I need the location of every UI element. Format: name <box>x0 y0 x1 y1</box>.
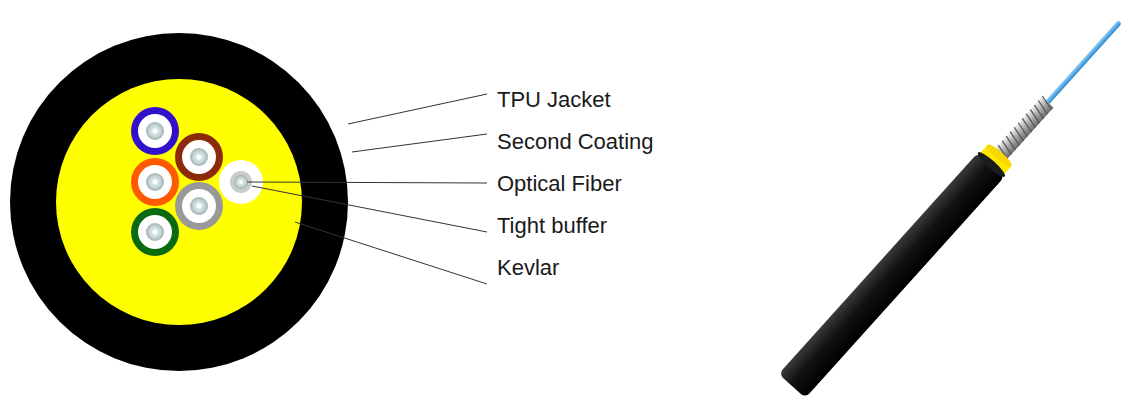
tight-buffered-fibers <box>131 107 263 256</box>
part-label: Kevlar <box>497 255 559 281</box>
part-label: Tight buffer <box>497 213 607 239</box>
part-label: TPU Jacket <box>497 87 611 113</box>
tpu-jacket <box>10 33 348 371</box>
cable-cross-section <box>10 33 348 371</box>
kevlar-layer <box>56 79 302 325</box>
part-label: Optical Fiber <box>497 171 622 197</box>
cable-side-view <box>779 10 1126 398</box>
part-label: Second Coating <box>497 129 654 155</box>
leader-lines <box>247 94 487 284</box>
